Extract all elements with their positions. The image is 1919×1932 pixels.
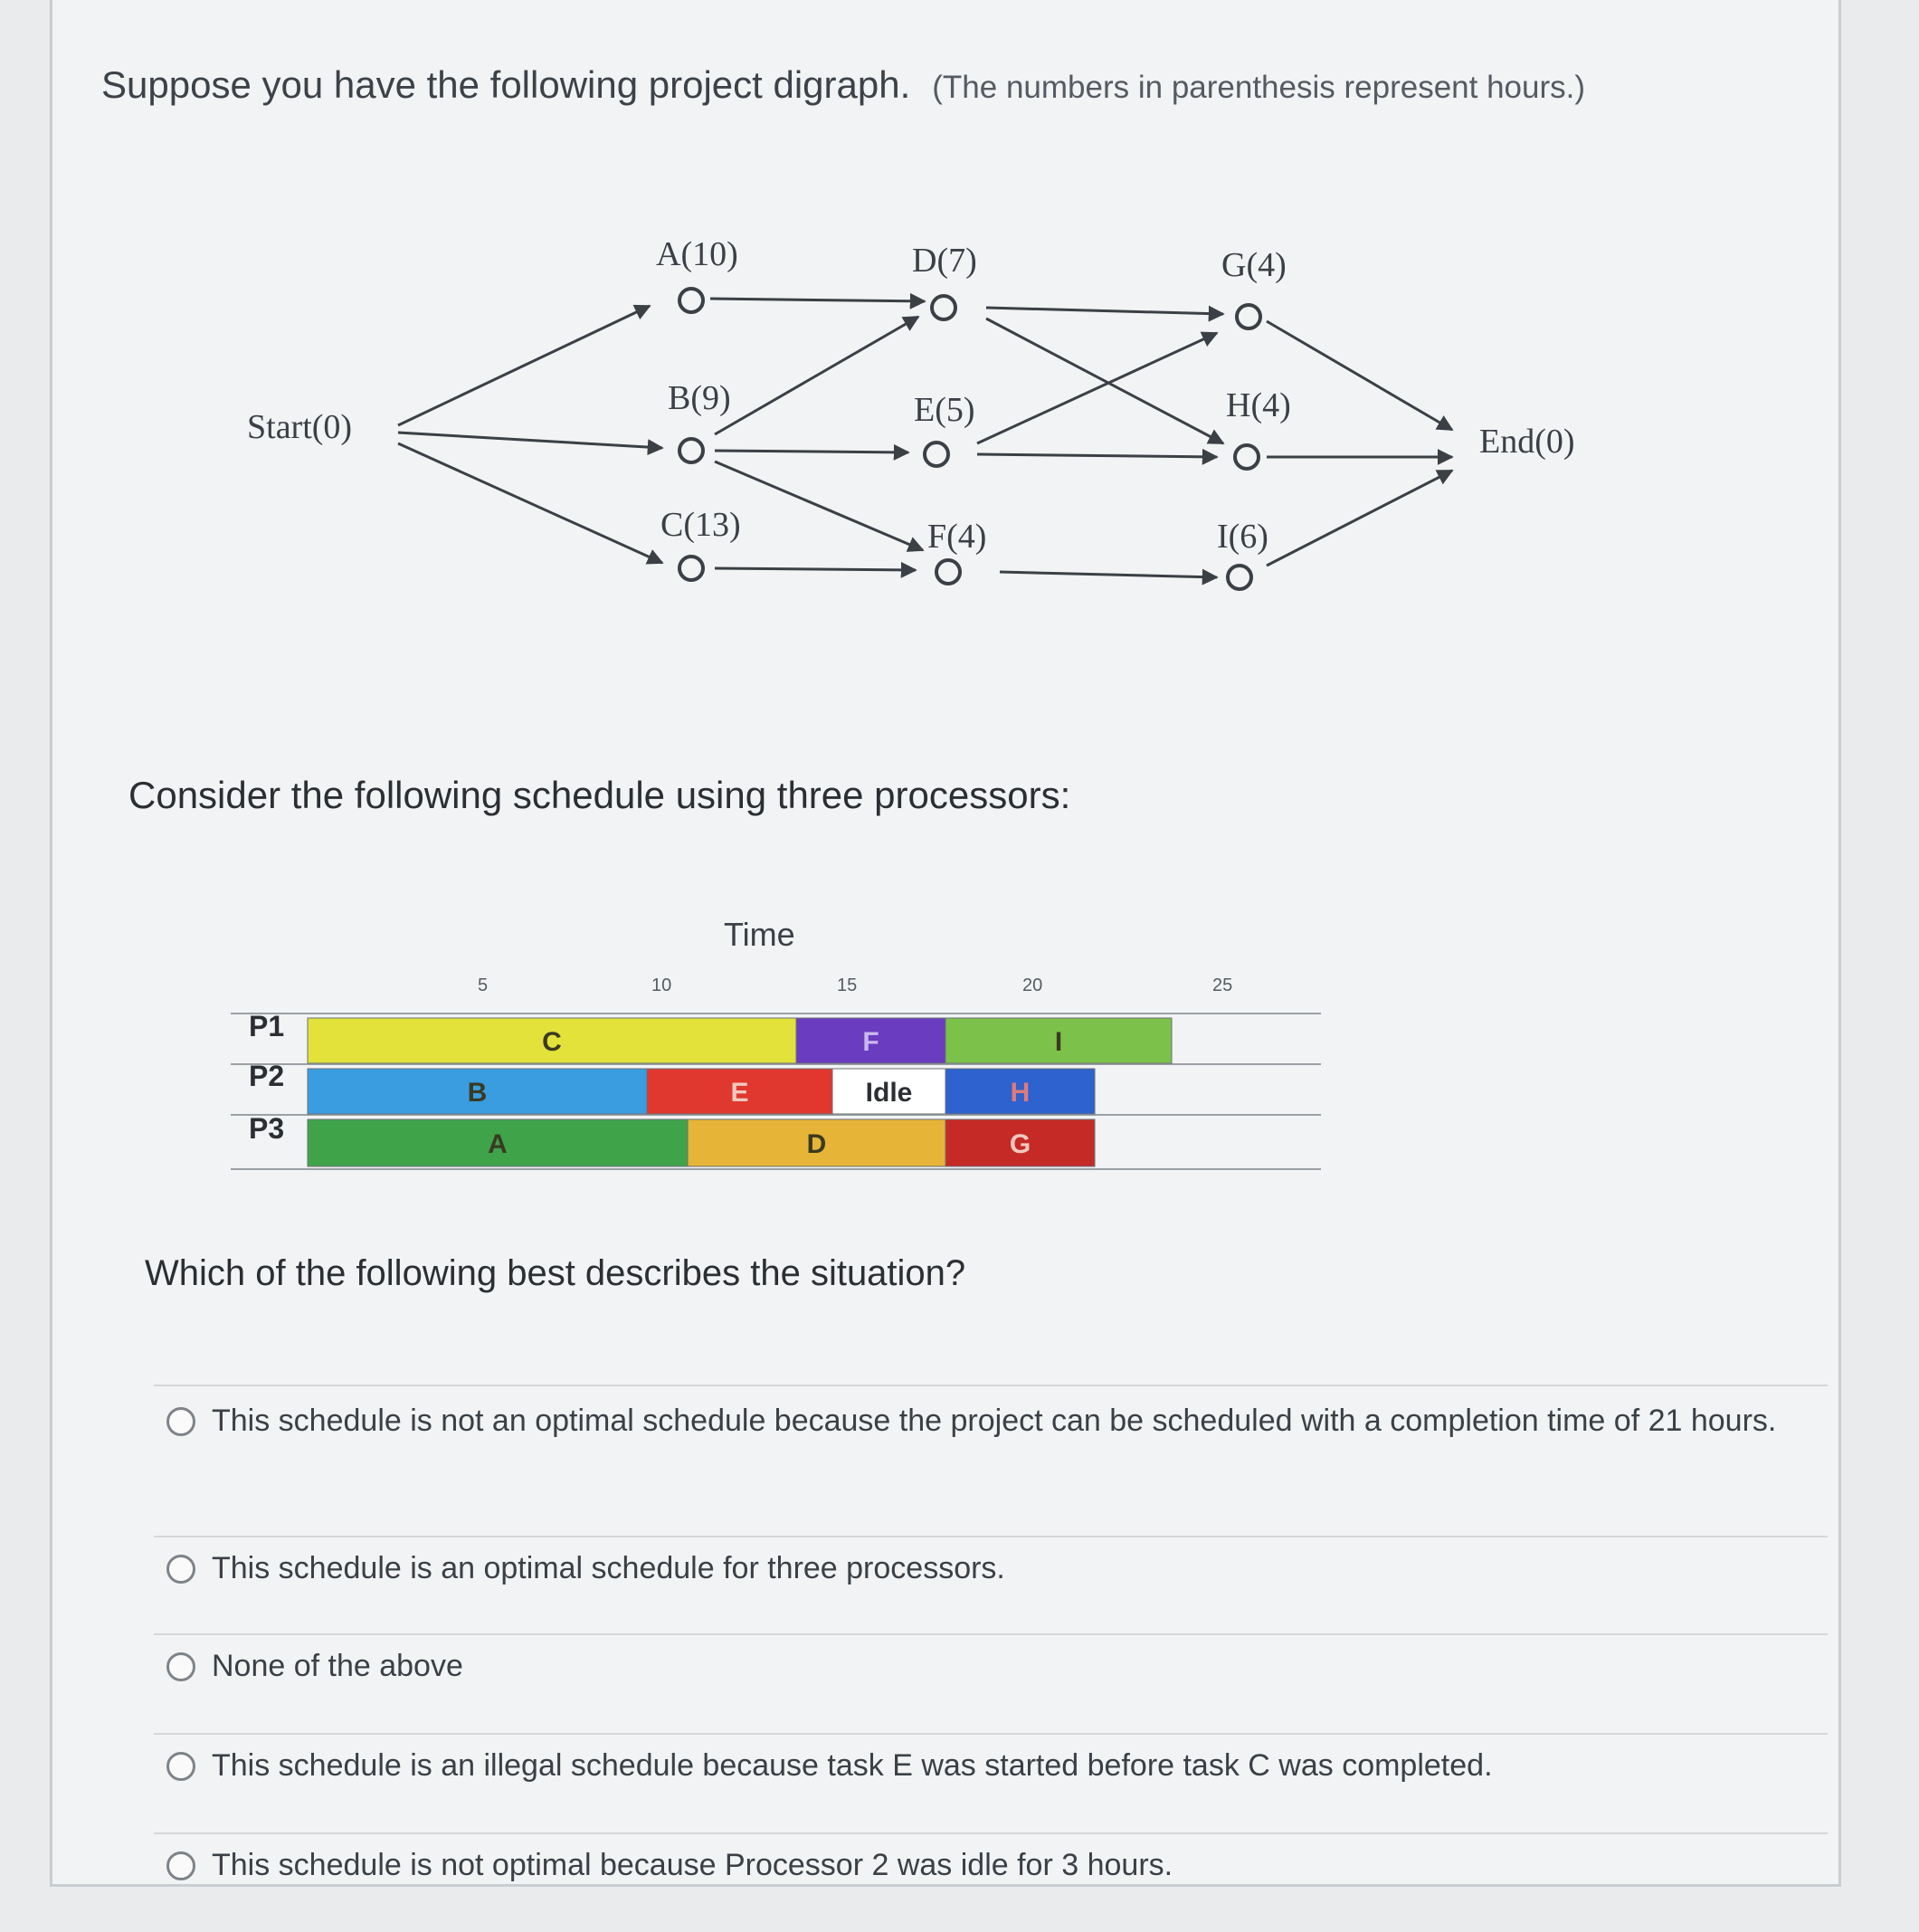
- answer-option-4-text: This schedule is an illegal schedule bec…: [212, 1748, 1493, 1783]
- edge-b-f: [714, 460, 925, 552]
- edge-a-d: [709, 292, 926, 309]
- answer-option-3[interactable]: None of the above: [154, 1633, 1828, 1733]
- node-a-label: A(10): [656, 235, 738, 273]
- question-prompt: Which of the following best describes th…: [145, 1253, 966, 1293]
- radio-button-4[interactable]: [166, 1752, 195, 1781]
- node-h-circle: [1233, 443, 1260, 471]
- task-label-f: F: [862, 1027, 879, 1057]
- node-b-label: B(9): [668, 379, 731, 417]
- intro-note: (The numbers in parenthesis represent ho…: [932, 70, 1586, 105]
- answer-option-4[interactable]: This schedule is an illegal schedule bec…: [154, 1733, 1828, 1832]
- node-f-label: F(4): [927, 518, 986, 556]
- edge-g-end: [1266, 319, 1454, 432]
- edge-e-g: [976, 331, 1219, 445]
- node-a-circle: [678, 287, 705, 314]
- radio-button-1[interactable]: [166, 1407, 195, 1436]
- task-bar-g: [945, 1118, 1096, 1167]
- processor-label-p2: P2: [249, 1060, 284, 1092]
- tick-25: 25: [1212, 976, 1232, 995]
- edge-d-g: [985, 305, 1225, 322]
- answer-option-5-text: This schedule is not optimal because Pro…: [212, 1848, 1173, 1882]
- intro-text: Suppose you have the following project d…: [101, 63, 911, 106]
- gantt-axis-title: Time: [724, 916, 795, 953]
- answer-option-3-text: None of the above: [212, 1649, 463, 1683]
- task-bar-f: [795, 1017, 946, 1064]
- schedule-intro: Consider the following schedule using th…: [128, 774, 1071, 816]
- processor-label-p3: P3: [249, 1112, 284, 1145]
- processor-label-p1: P1: [249, 1010, 284, 1042]
- task-bar-i: [945, 1017, 1173, 1064]
- task-bar-c: [307, 1017, 797, 1064]
- tick-15: 15: [837, 976, 857, 995]
- node-c-label: C(13): [660, 506, 741, 544]
- edge-c-f: [714, 561, 917, 578]
- answer-option-1-text: This schedule is not an optimal schedule…: [212, 1404, 1777, 1438]
- node-f-circle: [935, 558, 962, 585]
- node-b-circle: [678, 437, 705, 464]
- radio-button-2[interactable]: [166, 1555, 195, 1584]
- edge-b-e: [714, 443, 910, 461]
- edge-f-i: [999, 568, 1219, 585]
- node-i-circle: [1226, 564, 1253, 591]
- node-d-label: D(7): [912, 242, 977, 280]
- task-label-d: D: [807, 1129, 827, 1159]
- task-label-b: B: [468, 1078, 488, 1108]
- node-c-circle: [678, 555, 705, 582]
- task-label-i: I: [1055, 1027, 1062, 1057]
- node-e-label: E(5): [914, 391, 975, 429]
- task-bar-d: [687, 1118, 946, 1167]
- tick-20: 20: [1022, 976, 1042, 995]
- edge-b-d: [714, 315, 920, 436]
- edge-start-c: [397, 442, 664, 565]
- task-label-h: H: [1011, 1078, 1031, 1108]
- tick-10: 10: [651, 976, 671, 995]
- node-start-label: Start(0): [247, 408, 352, 446]
- edge-start-a: [397, 304, 651, 427]
- gantt-chart: Time 5 10 15 20 25 P1 P2 P3 C F I B E Idle H A D…: [231, 916, 1321, 1170]
- node-d-circle: [930, 294, 957, 321]
- node-i-label: I(6): [1217, 518, 1268, 556]
- node-e-circle: [923, 441, 950, 468]
- answer-option-5[interactable]: This schedule is not optimal because Pro…: [154, 1832, 1828, 1932]
- node-h-label: H(4): [1226, 386, 1291, 424]
- task-bar-h: [945, 1068, 1096, 1115]
- task-label-e: E: [730, 1078, 748, 1108]
- edge-d-h: [985, 317, 1225, 445]
- answer-option-2-text: This schedule is an optimal schedule for…: [212, 1551, 1005, 1585]
- task-bar-e: [646, 1068, 833, 1115]
- task-label-g: G: [1010, 1129, 1031, 1159]
- node-g-label: G(4): [1221, 246, 1287, 284]
- project-digraph: Start(0) A(10) B(9) C(13) D(7) E(5) F(4)…: [247, 235, 1575, 591]
- answer-option-2[interactable]: This schedule is an optimal schedule for…: [154, 1536, 1828, 1633]
- radio-button-3[interactable]: [166, 1652, 195, 1681]
- edge-e-h: [976, 448, 1219, 465]
- node-end-label: End(0): [1479, 423, 1575, 461]
- task-label-idle: Idle: [866, 1078, 913, 1108]
- task-label-a: A: [488, 1129, 508, 1159]
- answer-options: This schedule is not an optimal schedule…: [154, 1385, 1828, 1932]
- edge-start-b: [397, 431, 664, 456]
- node-g-circle: [1235, 303, 1262, 330]
- radio-button-5[interactable]: [166, 1851, 195, 1880]
- answer-option-1[interactable]: This schedule is not an optimal schedule…: [154, 1385, 1828, 1528]
- task-bar-idle: [831, 1068, 946, 1115]
- edge-i-end: [1266, 469, 1454, 567]
- tick-5: 5: [478, 976, 488, 995]
- question-intro: Suppose you have the following project d…: [101, 63, 1585, 107]
- task-label-c: C: [542, 1027, 562, 1057]
